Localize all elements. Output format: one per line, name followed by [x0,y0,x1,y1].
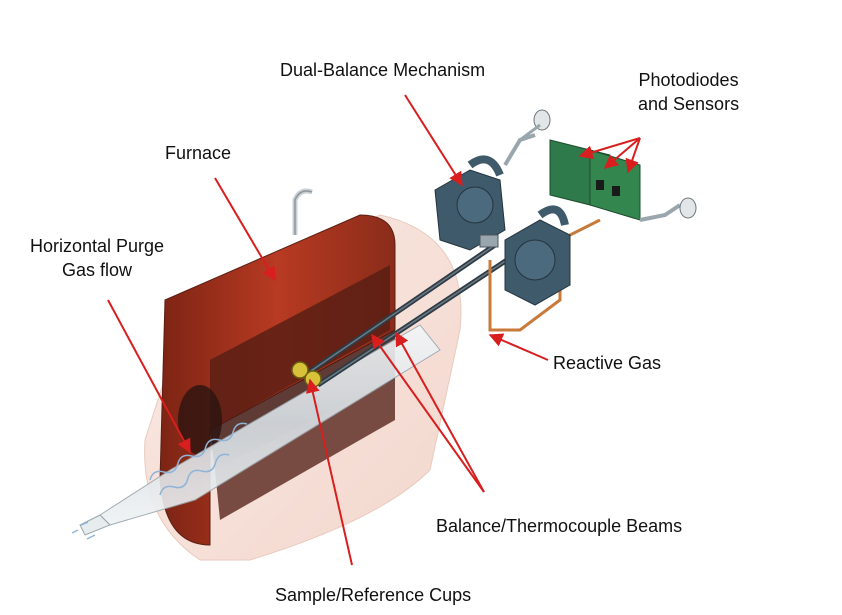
label-dual-balance: Dual-Balance Mechanism [280,60,486,80]
label-purge: Horizontal Purge Gas flow [16,234,178,282]
arrow-icon [107,299,191,454]
label-cups: Sample/Reference Cups [275,585,472,605]
label-photodiodes: Photodiodes and Sensors [638,68,739,116]
label-beams: Balance/Thermocouple Beams [436,516,683,536]
photodiode-boards [503,109,697,222]
balance-mechanism [434,155,571,306]
arrow-icon [488,333,549,361]
arrow-icon [395,331,485,493]
thermocouple-beams [303,242,512,388]
arrow-icon [404,94,463,187]
arrow-icon [625,137,641,174]
label-purge-line1: Horizontal Purge [29,236,165,256]
arrow-icon [578,137,641,160]
callout-arrows [107,94,641,566]
label-photodiodes-line2: and Sensors [638,94,740,114]
arrow-icon [214,177,276,282]
label-furnace: Furnace [165,143,232,163]
arrow-icon [603,137,641,169]
label-photodiodes-line1: Photodiodes [638,70,739,90]
purge-tube [71,324,441,540]
label-purge-line2: Gas flow [61,260,133,280]
arrow-icon [371,333,485,493]
arrow-icon [305,378,353,566]
label-reactive-gas: Reactive Gas [553,353,662,373]
